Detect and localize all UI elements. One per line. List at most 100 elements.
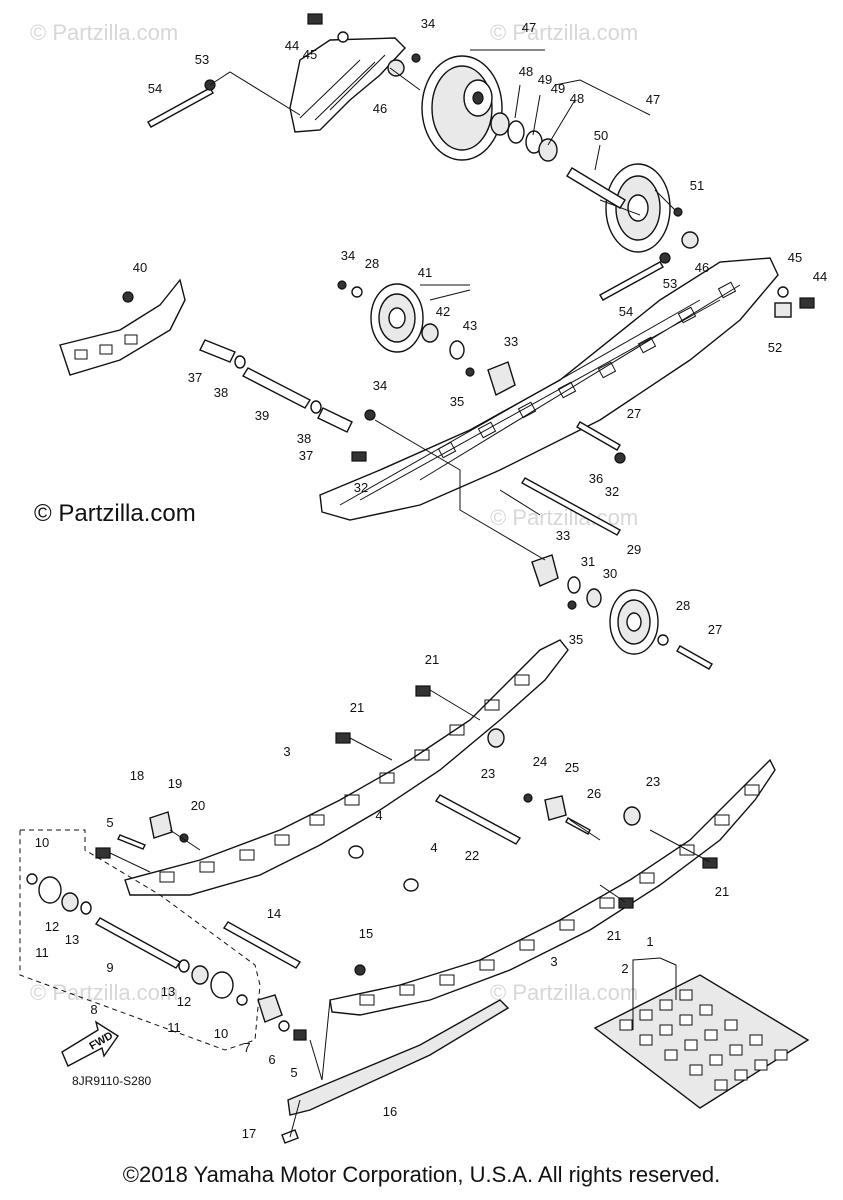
block-25 xyxy=(544,795,567,821)
callout: 50 xyxy=(594,128,608,143)
callout: 30 xyxy=(603,566,617,581)
callout: 18 xyxy=(130,768,144,783)
callout: 28 xyxy=(676,598,690,613)
watermark-faint: © Partzilla.com xyxy=(30,20,178,45)
callout: 53 xyxy=(195,52,209,67)
callout: 14 xyxy=(267,906,281,921)
circlip-10-a xyxy=(26,873,38,885)
bearing-12-b xyxy=(191,965,209,985)
callout: 13 xyxy=(161,984,175,999)
callout: 34 xyxy=(341,248,355,263)
idler-wheel-29 xyxy=(609,589,659,655)
callout: 45 xyxy=(303,47,317,62)
bolt-54-right xyxy=(599,261,664,301)
track-clip-assembly xyxy=(593,974,810,1109)
callout: 23 xyxy=(481,766,495,781)
watermark-faint: © Partzilla.com xyxy=(490,505,638,530)
callout: 11 xyxy=(167,1020,181,1035)
callout: 47 xyxy=(522,20,536,35)
callout: 32 xyxy=(605,484,619,499)
bolt-21-a xyxy=(415,685,431,697)
bracket-33-upper xyxy=(487,361,516,397)
callout: 47 xyxy=(646,92,660,107)
bolt-21-b xyxy=(335,732,351,744)
callout: 37 xyxy=(299,448,313,463)
idler-wheel-middle xyxy=(370,283,424,353)
circlip-43 xyxy=(449,340,465,360)
axle-9 xyxy=(94,917,182,969)
nut-34-top xyxy=(411,53,421,63)
callout: 28 xyxy=(365,256,379,271)
callout: 33 xyxy=(504,334,518,349)
callout: 54 xyxy=(148,81,162,96)
collar-23-a xyxy=(487,728,505,748)
callout: 46 xyxy=(695,260,709,275)
callout: 36 xyxy=(589,471,603,486)
callout: 12 xyxy=(45,919,59,934)
bolt-27-lower xyxy=(676,645,713,670)
nut-40 xyxy=(122,291,134,303)
screw-26 xyxy=(565,817,591,835)
shaft-36 xyxy=(521,477,621,536)
nut-20 xyxy=(179,833,189,843)
callout: 11 xyxy=(35,945,49,960)
callout: 7 xyxy=(243,1040,250,1055)
ring-38-left xyxy=(234,355,246,369)
callout: 10 xyxy=(214,1026,228,1041)
callout: 40 xyxy=(133,260,147,275)
callout: 19 xyxy=(168,776,182,791)
callout: 8 xyxy=(90,1002,97,1017)
block-52 xyxy=(774,302,792,318)
callout: 51 xyxy=(690,178,704,193)
fwd-arrow: FWD xyxy=(61,1020,119,1067)
idler-wheel-left xyxy=(421,55,503,161)
callout: 42 xyxy=(436,304,450,319)
callout: 3 xyxy=(283,744,290,759)
callout: 22 xyxy=(465,848,479,863)
callout: 21 xyxy=(607,928,621,943)
callout: 29 xyxy=(627,542,641,557)
callout: 49 xyxy=(551,81,565,96)
ring-38-right xyxy=(310,400,322,414)
watermark-faint: © Partzilla.com xyxy=(490,20,638,45)
nut-15 xyxy=(354,964,366,976)
nut-46-left xyxy=(387,59,405,77)
circlip-13-a xyxy=(80,901,92,915)
bolt-5-top xyxy=(95,847,111,859)
callout: 4 xyxy=(375,808,382,823)
callout: 44 xyxy=(813,269,827,284)
callout: 5 xyxy=(106,815,113,830)
callout: 26 xyxy=(587,786,601,801)
callout: 48 xyxy=(519,64,533,79)
bolt-21-c xyxy=(702,857,718,869)
bolt-21-d xyxy=(618,897,634,909)
copyright-footer: ©2018 Yamaha Motor Corporation, U.S.A. A… xyxy=(122,1162,721,1187)
callout: 39 xyxy=(255,408,269,423)
wheel-kit-box xyxy=(19,829,261,1051)
circlip-31 xyxy=(567,576,581,594)
washer-45-left xyxy=(337,31,349,43)
bolt-44-right xyxy=(799,297,815,309)
callout: 21 xyxy=(715,884,729,899)
nut-35-lower xyxy=(567,600,577,610)
diagram-code: 8JR9110-S280 xyxy=(72,1074,152,1088)
bolt-32-left xyxy=(351,451,367,462)
nut-34-low xyxy=(364,409,376,421)
callout: 16 xyxy=(383,1104,397,1119)
callout: 23 xyxy=(646,774,660,789)
circlip-10-b xyxy=(236,994,248,1006)
bearing-42 xyxy=(421,323,439,343)
callout: 45 xyxy=(788,250,802,265)
callout: 35 xyxy=(450,394,464,409)
callout: 32 xyxy=(354,480,368,495)
collar-37-left xyxy=(199,339,236,363)
stopper-19 xyxy=(149,811,173,839)
washer-45-right xyxy=(777,286,789,298)
callout: 25 xyxy=(565,760,579,775)
washer-28-top xyxy=(351,286,363,298)
callout: 35 xyxy=(569,632,583,647)
bolt-27-upper xyxy=(576,421,621,451)
screw-18 xyxy=(117,834,146,850)
idler-wheel-right xyxy=(605,163,671,253)
